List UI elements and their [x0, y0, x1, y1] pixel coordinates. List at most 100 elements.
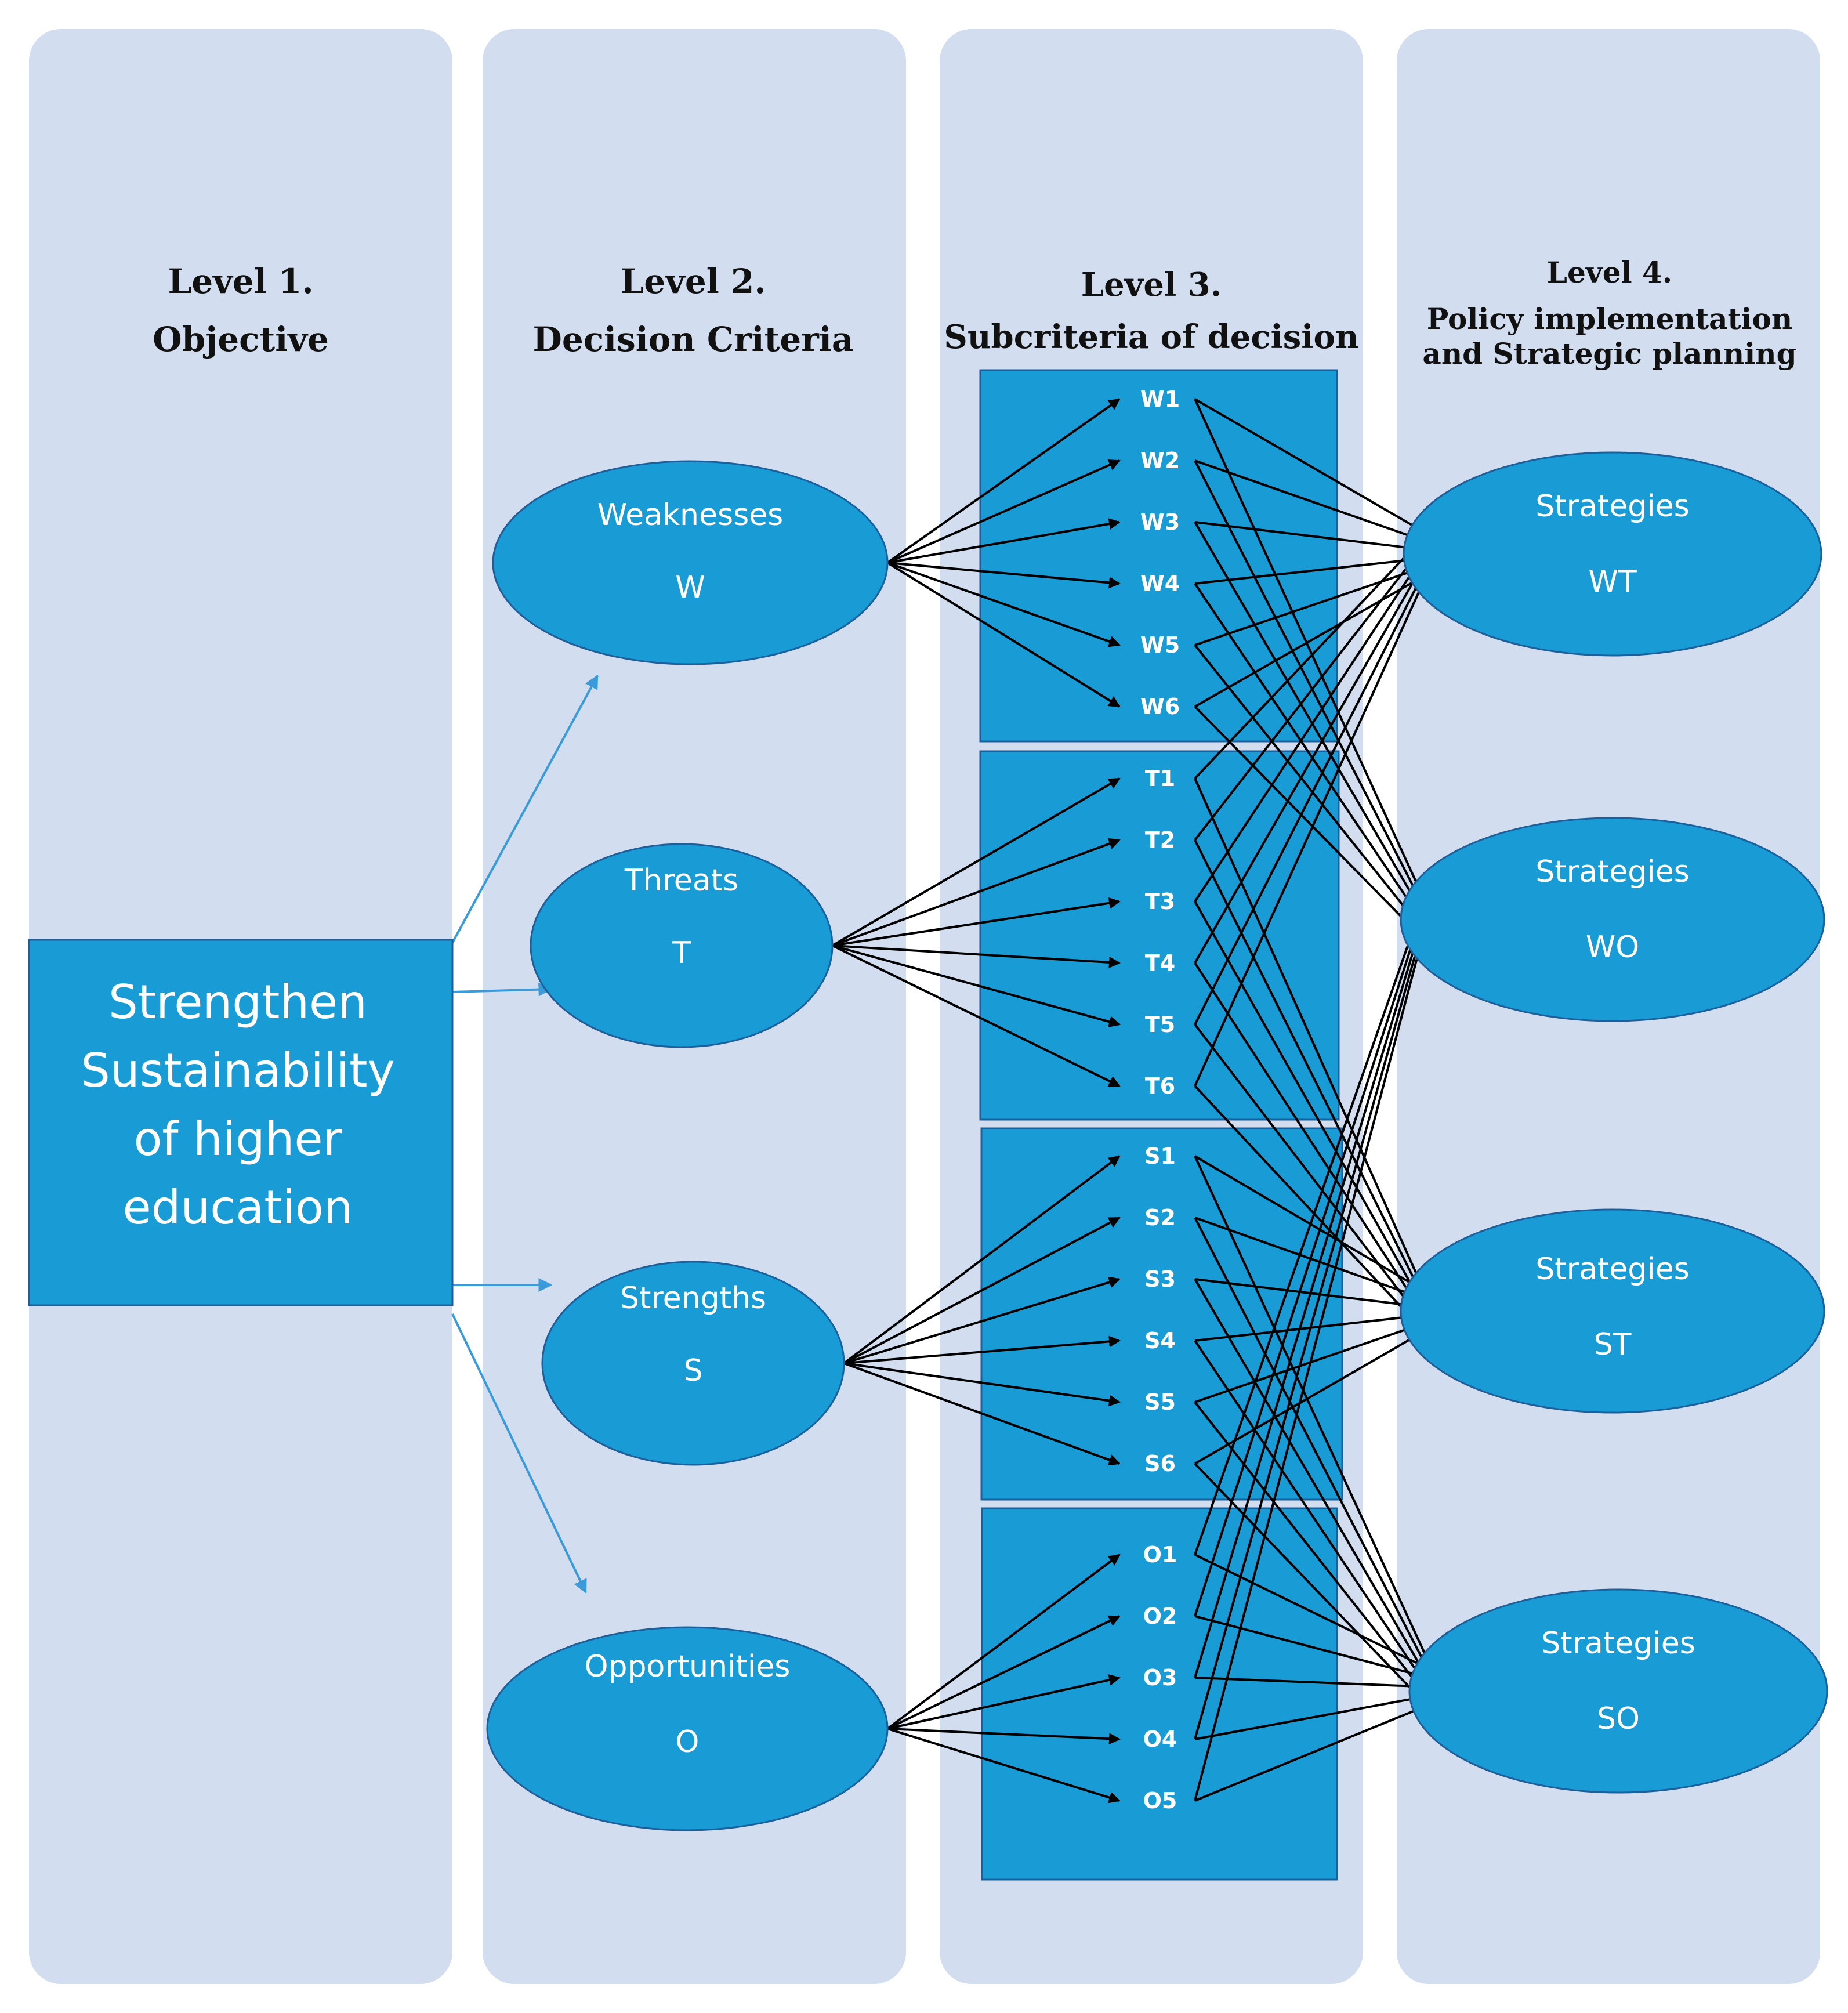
- arrow-w6-to-wt: [1194, 573, 1428, 708]
- objective-line-4: education: [123, 1181, 353, 1234]
- objective-box: [28, 939, 454, 1306]
- arrow-to-t4: [832, 944, 1121, 968]
- strategy-code: WT: [1588, 564, 1636, 599]
- objective-arrows: [451, 674, 599, 1594]
- subcriterion-t5: T5: [1145, 1012, 1175, 1037]
- arrow-t2-to-wt: [1194, 541, 1428, 841]
- arrow-to-t6: [832, 944, 1121, 1087]
- strategy-name: Strategies: [1541, 1626, 1695, 1661]
- arrow-t6-to-wt: [1194, 573, 1428, 1087]
- arrow-to-o1: [886, 1554, 1121, 1730]
- arrow-t3-to-wt: [1194, 549, 1428, 903]
- arrow-t5-to-wt: [1194, 565, 1428, 1025]
- level-1-title-line-2: Objective: [153, 320, 329, 359]
- subcriterion-w1: W1: [1140, 386, 1180, 412]
- criterion-code: W: [675, 570, 705, 605]
- subcriterion-o1: O1: [1143, 1542, 1177, 1567]
- arrow-to-w3: [887, 518, 1121, 564]
- arrow-o2-to-wo: [1194, 906, 1426, 1617]
- arrow-t2-to-st: [1194, 839, 1425, 1300]
- strategy-name: Strategies: [1535, 489, 1690, 524]
- arrow-s4-to-so: [1194, 1339, 1434, 1696]
- arrow-to-o4: [887, 1728, 1121, 1745]
- arrow-s5-to-so: [1194, 1401, 1434, 1704]
- arrow-o3-to-wo: [1194, 914, 1427, 1678]
- criterion-name: Weaknesses: [597, 498, 784, 533]
- subcriterion-s6: S6: [1144, 1451, 1176, 1476]
- arrow-w1-to-wo: [1194, 399, 1425, 900]
- subcriterion-t6: T6: [1145, 1073, 1175, 1099]
- arrow-w1-to-wt: [1194, 398, 1428, 535]
- criterion-ellipse: [492, 460, 889, 665]
- arrow-to-w4: [887, 562, 1121, 589]
- arrow-to-s1: [843, 1155, 1121, 1364]
- strategy-code: ST: [1594, 1327, 1632, 1362]
- arrow-t1-to-st: [1194, 778, 1425, 1292]
- arrow-to-s6: [843, 1362, 1121, 1466]
- arrow-to-t1: [831, 777, 1121, 947]
- arrow-w3-to-wt: [1194, 521, 1428, 555]
- arrow-o2-to-so: [1194, 1615, 1434, 1682]
- strategy-ellipse: [1403, 451, 1822, 657]
- criterion-name: Threats: [624, 863, 738, 898]
- arrow-s1-to-so: [1194, 1156, 1434, 1672]
- arrow-to-o2: [887, 1615, 1121, 1730]
- criterion-code: O: [676, 1725, 700, 1759]
- arrow-w4-to-wt: [1194, 553, 1428, 585]
- subcriterion-w4: W4: [1140, 571, 1180, 596]
- arrow-to-t2: [832, 838, 1121, 947]
- subcriterion-t1: T1: [1145, 766, 1175, 791]
- criterion-ellipse: [530, 843, 834, 1048]
- arrow-t5-to-st: [1194, 1023, 1425, 1324]
- arrow-to-s5: [843, 1362, 1121, 1407]
- arrow-w3-to-wo: [1194, 521, 1425, 917]
- arrow-t6-to-st: [1194, 1085, 1425, 1333]
- subcriterion-o4: O4: [1143, 1726, 1177, 1752]
- arrow-to-w5: [887, 562, 1121, 647]
- strategy-name: Strategies: [1535, 855, 1690, 889]
- arrow-w5-to-wo: [1194, 644, 1425, 933]
- arrow-o5-to-wo: [1194, 931, 1427, 1801]
- arrow-to-o3: [887, 1674, 1121, 1730]
- arrow-to-s3: [843, 1276, 1121, 1364]
- arrow-to-w2: [887, 459, 1121, 564]
- subcriterion-s5: S5: [1144, 1389, 1176, 1415]
- arrow-to-t3: [832, 897, 1121, 947]
- subcriterion-w5: W5: [1140, 632, 1180, 658]
- objective-arrow-4: [451, 1313, 587, 1594]
- arrow-o4-to-so: [1194, 1691, 1434, 1740]
- arrow-w2-to-wt: [1194, 459, 1428, 544]
- strategy-code: SO: [1597, 1701, 1640, 1736]
- level-2-title-line-2: Decision Criteria: [533, 320, 854, 359]
- arrow-o1-to-so: [1194, 1554, 1434, 1672]
- subcriterion-o2: O2: [1143, 1603, 1177, 1629]
- arrow-w2-to-wo: [1194, 460, 1425, 908]
- level-2-title-line-1: Level 2.: [620, 262, 766, 301]
- criterion-ellipse: [486, 1626, 889, 1831]
- arrow-to-t5: [832, 944, 1121, 1027]
- subcriterion-s4: S4: [1144, 1328, 1176, 1353]
- arrow-o4-to-wo: [1194, 922, 1427, 1740]
- level-3-title-line-1: Level 3.: [1081, 266, 1222, 304]
- level-4-title-line-1: Level 4.: [1547, 255, 1672, 289]
- arrow-to-s2: [843, 1217, 1121, 1364]
- objective-arrow-1: [451, 674, 599, 943]
- subcriteria-box-1: [979, 369, 1338, 743]
- criterion-name: Strengths: [620, 1281, 766, 1316]
- subcriterion-w6: W6: [1140, 694, 1180, 719]
- arrow-w5-to-wt: [1194, 564, 1428, 646]
- criterion-name: Opportunities: [585, 1649, 791, 1684]
- objective-line-2: Sustainability: [81, 1044, 395, 1098]
- arrow-to-w1: [886, 398, 1121, 564]
- arrow-to-o5: [887, 1728, 1121, 1804]
- arrow-s6-to-so: [1194, 1462, 1434, 1713]
- subcriterion-s1: S1: [1144, 1143, 1176, 1169]
- subcriteria-boxes: [979, 369, 1343, 1881]
- strategy-code: WO: [1586, 930, 1639, 965]
